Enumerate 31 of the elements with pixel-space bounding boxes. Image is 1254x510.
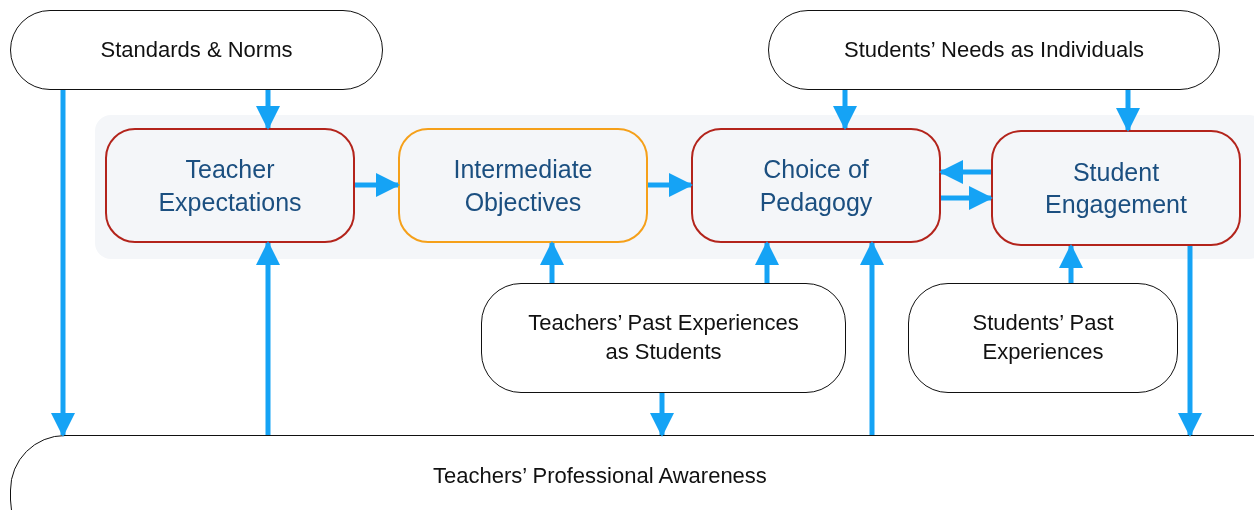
arrow [1178, 246, 1202, 437]
node-label: Teachers’ Past Experiences as Students [527, 309, 800, 366]
process-box [991, 130, 1241, 246]
process-box [398, 128, 648, 243]
arrow [939, 160, 991, 184]
arrow [256, 90, 280, 130]
arrow [755, 241, 779, 283]
arrow [51, 90, 75, 437]
node-label: Teachers’ Professional Awareness [433, 462, 767, 490]
node-label: Standards & Norms [100, 35, 293, 64]
node-label: Intermediate Objectives [452, 154, 594, 218]
node-label: Student Engagement [1044, 156, 1188, 220]
node-label: Students’ Past Experiences [971, 309, 1115, 366]
rounded-box [481, 283, 846, 393]
arrow [256, 241, 280, 435]
process-box [105, 128, 355, 243]
arrow [648, 173, 693, 197]
node-label: Teacher Expectations [157, 154, 303, 218]
arrow [540, 241, 564, 283]
arrow [355, 173, 400, 197]
arrow [650, 393, 674, 437]
arrow [1116, 90, 1140, 132]
arrow [860, 241, 884, 435]
process-box [691, 128, 941, 243]
background-band [95, 115, 1254, 259]
rounded-box [908, 283, 1178, 393]
arrow [833, 90, 857, 130]
arrow [941, 186, 993, 210]
node-label: Choice of Pedagogy [758, 154, 874, 218]
node-label: Students’ Needs as Individuals [844, 35, 1144, 64]
arrow [1059, 244, 1083, 283]
